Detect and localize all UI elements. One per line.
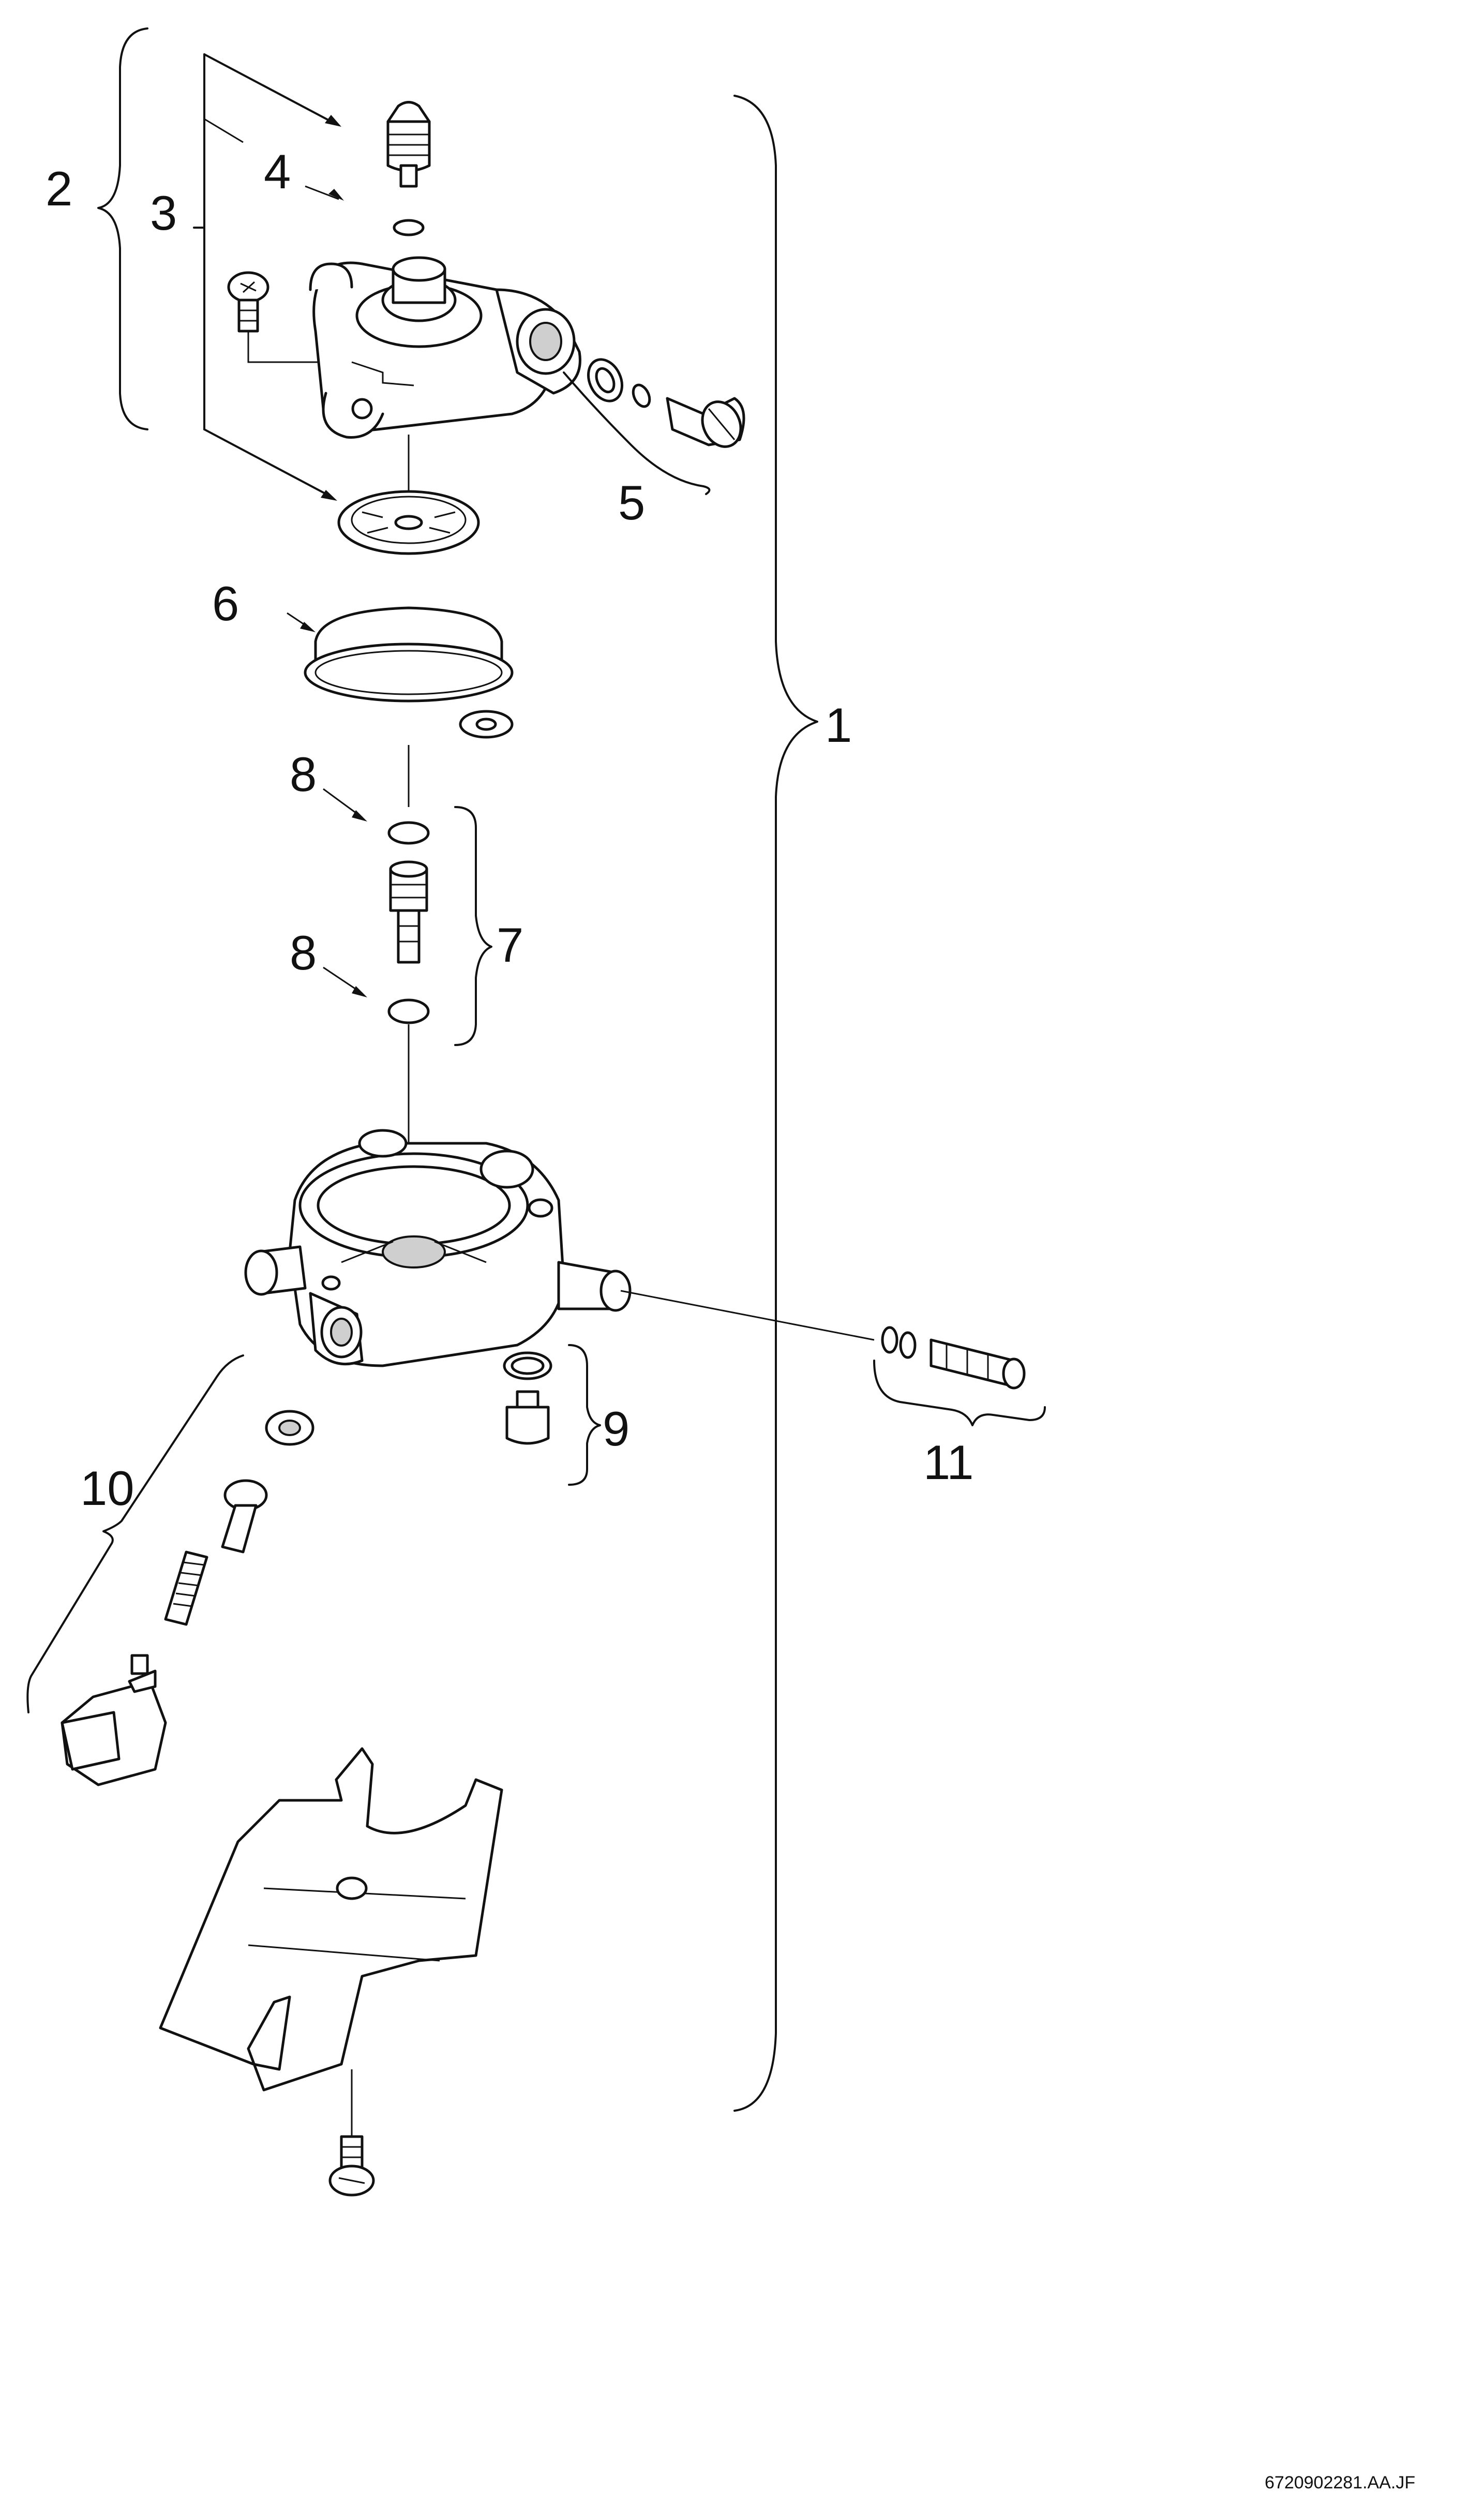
callout-8-lower: 8 [290,926,317,980]
part-6-cap [287,606,514,807]
callout-11: 11 [923,1435,974,1489]
part-9-plug [503,1344,601,1486]
bottom-screw [328,2135,375,2197]
callout-7: 7 [497,918,524,972]
callout-1: 1 [825,698,852,752]
pump-body [244,1129,875,1367]
leader-3-4 [193,53,344,501]
document-id: 6720902281.AA.JF [1265,2473,1416,2493]
callout-6: 6 [212,576,239,631]
callout-2: 2 [46,161,73,216]
part-11-pin [873,1326,1046,1426]
callout-4: 4 [264,144,291,199]
callout-9: 9 [603,1401,630,1456]
diaphragm [337,435,480,555]
brace-2 [97,27,148,430]
part-5-screw-set [563,358,745,495]
part-7-valve [323,788,492,1231]
part-10-set [26,1354,314,1786]
top-housing [309,256,581,439]
callout-3: 3 [150,186,177,240]
callout-5: 5 [618,475,646,530]
brace-1 [733,95,818,2112]
callout-8-upper: 8 [290,747,317,801]
callout-10: 10 [80,1461,134,1515]
bracket-plate [159,1747,503,2137]
part-4-plug [386,101,431,236]
